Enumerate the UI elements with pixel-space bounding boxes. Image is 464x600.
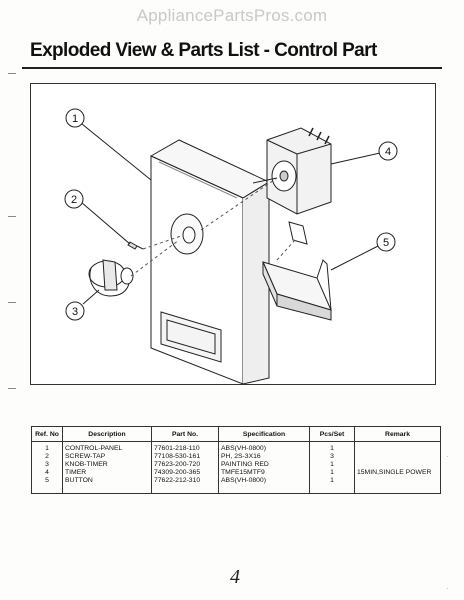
callout-label-2: 2	[71, 194, 77, 206]
title-divider	[22, 67, 442, 69]
callout-3	[65, 301, 85, 321]
timer-part	[252, 127, 332, 215]
table-row: 3 KNOB-TIMER 77623-200-720 PAINTING RED …	[31, 461, 441, 469]
cell-ref: 5	[31, 477, 63, 494]
callout-label-3: 3	[72, 306, 78, 318]
table-row: 5 BUTTON 77622-212-310 ABS(VH-0800) 1	[31, 477, 441, 494]
button-part	[262, 221, 332, 321]
callout-label-1: 1	[72, 113, 78, 125]
cell-part-no: 74309-200-365	[151, 469, 219, 477]
col-header-part-no: Part No.	[151, 426, 219, 442]
callout-4	[378, 141, 398, 161]
col-header-specification: Specification	[218, 426, 310, 442]
scan-mark: ·	[446, 584, 449, 593]
cell-description: KNOB-TIMER	[62, 461, 152, 469]
cell-pcs: 1	[309, 469, 355, 477]
cell-pcs: 1	[309, 461, 355, 469]
scan-mark: ·	[446, 452, 449, 461]
callout-5	[376, 232, 396, 252]
exploded-view-diagram: 1 2 3 4 5	[30, 83, 436, 385]
margin-mark	[8, 73, 16, 74]
col-header-remark: Remark	[354, 426, 441, 442]
margin-mark	[8, 302, 16, 303]
col-header-pcs-set: Pcs/Set	[309, 426, 355, 442]
knob-part	[88, 259, 134, 297]
page-title: Exploded View & Parts List - Control Par…	[30, 40, 377, 61]
cell-remark	[354, 477, 441, 494]
cell-remark	[354, 453, 441, 461]
cell-pcs: 1	[309, 441, 355, 453]
table-header-row: Ref. No Description Part No. Specificati…	[31, 426, 441, 442]
table-row: 1 CONTROL-PANEL 77601-218-110 ABS(VH-080…	[31, 441, 441, 453]
callout-label-5: 5	[383, 237, 389, 249]
cell-pcs: 3	[309, 453, 355, 461]
cell-description: SCREW-TAP	[62, 453, 152, 461]
cell-remark: 15MIN,SINGLE POWER	[354, 469, 441, 477]
cell-ref: 2	[31, 453, 63, 461]
cell-ref: 3	[31, 461, 63, 469]
cell-remark	[354, 461, 441, 469]
cell-part-no: 77601-218-110	[151, 441, 219, 453]
cell-description: TIMER	[62, 469, 152, 477]
control-panel-part	[149, 139, 271, 384]
page-number: 4	[230, 566, 240, 588]
margin-mark	[8, 388, 16, 389]
cell-description: BUTTON	[62, 477, 152, 494]
table-row: 2 SCREW-TAP 77108-530-161 PH, 2S-3X16 3	[31, 453, 441, 461]
screw-part	[127, 241, 144, 250]
cell-specification: ABS(VH-0800)	[218, 477, 310, 494]
cell-part-no: 77108-530-161	[151, 453, 219, 461]
cell-part-no: 77623-200-720	[151, 461, 219, 469]
callout-1	[65, 108, 85, 128]
callout-2	[64, 189, 84, 209]
col-header-ref: Ref. No	[31, 426, 63, 442]
cell-remark	[354, 441, 441, 453]
cell-specification: TMFE15MTF9	[218, 469, 310, 477]
callout-label-4: 4	[385, 146, 391, 158]
margin-mark	[8, 216, 16, 217]
table-row: 4 TIMER 74309-200-365 TMFE15MTF9 1 15MIN…	[31, 469, 441, 477]
cell-description: CONTROL-PANEL	[62, 441, 152, 453]
watermark: AppliancePartsPros.com	[136, 6, 328, 25]
cell-pcs: 1	[309, 477, 355, 494]
cell-ref: 4	[31, 469, 63, 477]
cell-specification: ABS(VH-0800)	[218, 441, 310, 453]
cell-part-no: 77622-212-310	[151, 477, 219, 494]
col-header-description: Description	[62, 426, 152, 442]
exploded-view-drawing: 1 2 3 4 5	[64, 108, 398, 384]
parts-list-table: Ref. No Description Part No. Specificati…	[31, 426, 441, 494]
cell-specification: PAINTING RED	[218, 461, 310, 469]
cell-specification: PH, 2S-3X16	[218, 453, 310, 461]
cell-ref: 1	[31, 441, 63, 453]
